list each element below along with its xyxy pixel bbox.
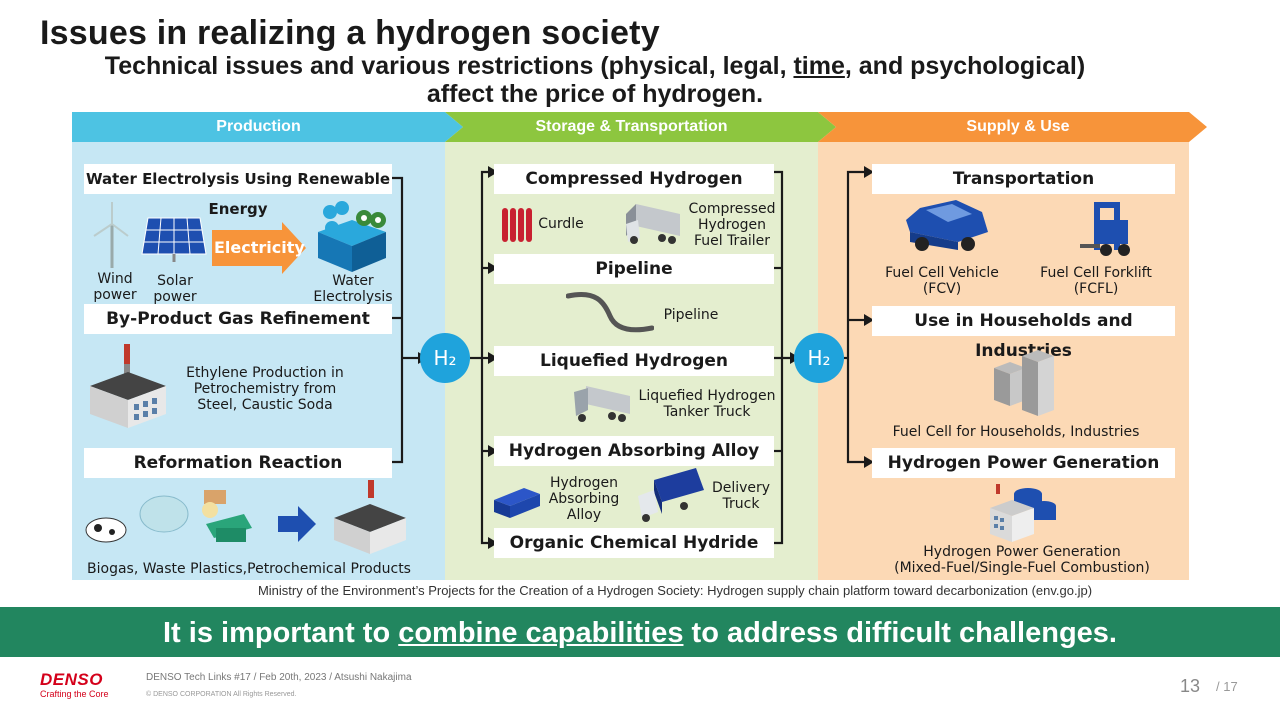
page-total: / 17: [1216, 679, 1238, 694]
subtitle-line2: affect the price of hydrogen.: [426, 80, 764, 108]
footer-copyright: © DENSO CORPORATION All Rights Reserved.: [146, 691, 297, 698]
flow-connectors: [392, 166, 874, 549]
fcv-label: Fuel Cell Vehicle (FCV): [885, 265, 999, 297]
wind-turbine-icon: [93, 202, 129, 268]
ethylene-label: Ethylene Production in Petrochemistry fr…: [186, 365, 344, 413]
water-electrolysis-box: Water Electrolysis Using Renewable Energ…: [84, 164, 392, 218]
power-plant-icon: [990, 484, 1056, 542]
fuel-trailer-icon: [626, 204, 680, 244]
households-box: Use in Households and Industries: [872, 306, 1175, 361]
reformation-box: Reformation Reaction: [84, 448, 392, 478]
source-citation: Ministry of the Environment’s Projects f…: [257, 583, 1093, 598]
water-electrolysis-icon: [318, 201, 386, 272]
water-electrolysis-label: Water Electrolysis: [313, 273, 393, 305]
subtitle-line1: Technical issues and various restriction…: [0, 52, 1190, 81]
solar-power-label: Solar power: [153, 273, 197, 305]
h2-circle-production: H₂: [420, 333, 470, 383]
fcfl-label: Fuel Cell Forklift (FCFL): [1040, 265, 1152, 297]
transportation-box: Transportation: [872, 164, 1175, 194]
alloy-icon: [494, 488, 540, 518]
h2-circle-storage: H₂: [794, 333, 844, 383]
power-generation-box: Hydrogen Power Generation: [872, 448, 1175, 478]
denso-logo: DENSO: [40, 670, 103, 689]
footer-info: DENSO Tech Links #17 / Feb 20th, 2023 / …: [146, 672, 412, 683]
byproduct-box: By-Product Gas Refinement: [84, 304, 392, 334]
solar-panel-icon: [141, 217, 207, 262]
subtitle-emphasis: time: [793, 52, 845, 80]
slide-title: Issues in realizing a hydrogen society: [40, 14, 660, 52]
organic-hydride-box: Organic Chemical Hydride: [494, 528, 774, 558]
production-arrow: [72, 112, 463, 142]
subtitle-text-end: , and psychological): [844, 52, 1086, 80]
banner-emphasis: combine capabilities: [398, 617, 684, 649]
page-number: 13: [1180, 676, 1201, 696]
absorbing-alloy-box: Hydrogen Absorbing Alloy: [494, 436, 774, 466]
stage-supply: Supply & Use: [966, 118, 1070, 135]
electricity-arrow: [212, 222, 306, 274]
factory-icon-2: [334, 480, 406, 554]
tanker-truck-icon: [574, 386, 630, 422]
pipeline-box: Pipeline: [494, 254, 774, 284]
liquefied-hydrogen-box: Liquefied Hydrogen: [494, 346, 774, 376]
tanker-truck-label: Liquefied Hydrogen Tanker Truck: [638, 388, 776, 420]
storage-arrow: [445, 112, 836, 142]
key-message-banner: It is important to combine capabilities …: [0, 607, 1280, 657]
delivery-truck-label: Delivery Truck: [711, 480, 771, 512]
biogas-label: Biogas, Waste Plastics,Petrochemical Pro…: [87, 561, 411, 577]
fuel-trailer-label: Compressed Hydrogen Fuel Trailer: [688, 201, 776, 249]
biogas-sources-icon: [85, 490, 252, 543]
process-arrow-icon: [278, 506, 316, 542]
supply-arrow: [818, 112, 1207, 142]
pipeline-icon: [566, 292, 654, 333]
factory-icon: [90, 344, 166, 428]
alloy-label: Hydrogen Absorbing Alloy: [548, 475, 620, 523]
stage-production: Production: [216, 118, 301, 135]
banner-text-end: to address difficult challenges.: [683, 617, 1117, 649]
forklift-icon: [1080, 202, 1130, 256]
stage-storage: Storage & Transportation: [535, 118, 728, 135]
banner-text: It is important to: [163, 617, 399, 649]
delivery-truck-icon: [638, 468, 704, 522]
curdle-label: Curdle: [538, 216, 584, 232]
curdle-icon: [502, 208, 532, 242]
compressed-hydrogen-box: Compressed Hydrogen: [494, 164, 774, 194]
fcv-car-icon: [906, 200, 988, 251]
subtitle-text: Technical issues and various restriction…: [104, 52, 794, 80]
power-generation-label: Hydrogen Power Generation (Mixed-Fuel/Si…: [894, 544, 1150, 576]
electricity-label: Electricity: [214, 238, 305, 257]
fuel-cell-households-label: Fuel Cell for Households, Industries: [892, 424, 1140, 440]
fuel-cell-unit-icon: [994, 350, 1054, 416]
denso-tagline: Crafting the Core: [40, 689, 109, 699]
wind-power-label: Wind power: [93, 271, 137, 303]
stage-arrows: [72, 112, 1207, 142]
pipeline-label: Pipeline: [663, 307, 719, 323]
